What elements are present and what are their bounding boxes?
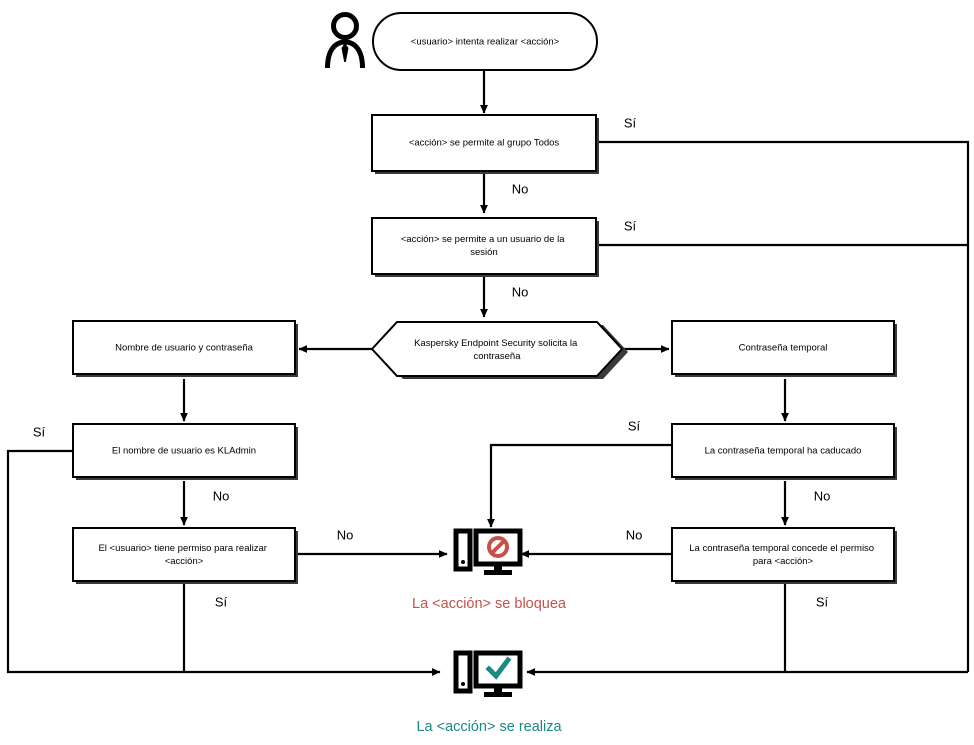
node-temp-grants-line2: para <acción> xyxy=(753,556,814,567)
edge-temp-expired-yes xyxy=(487,443,672,528)
edge-group-everyone-yes xyxy=(597,140,970,672)
person-icon xyxy=(325,12,365,69)
node-group-everyone[interactable]: <acción> se permite al grupo Todos xyxy=(371,114,599,174)
node-start-label: <usuario> intenta realizar <acción> xyxy=(411,37,560,48)
node-is-kladmin-label: El nombre de usuario es KLAdmin xyxy=(112,446,256,457)
node-is-kladmin[interactable]: El nombre de usuario es KLAdmin xyxy=(72,423,298,480)
edge-label-no-temp-expired: No xyxy=(814,488,831,503)
edge-label-yes-is-kladmin: Sí xyxy=(33,424,46,439)
node-temp-grants-line1: La contraseña temporal concede el permis… xyxy=(689,543,874,554)
edge-label-no-temp-grants: No xyxy=(626,527,643,542)
allowed-outcome-label: La <acción> se realiza xyxy=(416,719,562,735)
node-temp-grants-permission-label: La contraseña temporal concede el permis… xyxy=(689,543,876,567)
node-start[interactable]: <usuario> intenta realizar <acción> xyxy=(372,12,598,71)
node-session-user-label: <acción> se permite a un usuario de la s… xyxy=(401,234,567,258)
node-temp-password-label: Contraseña temporal xyxy=(739,343,828,354)
node-temp-grants-permission[interactable]: La contraseña temporal concede el permis… xyxy=(671,527,897,584)
edge-label-yes-group-everyone: Sí xyxy=(624,115,637,130)
connector-layer xyxy=(6,70,970,676)
edge-label-no-group-everyone: No xyxy=(512,181,529,196)
node-temp-password[interactable]: Contraseña temporal xyxy=(671,320,897,377)
node-user-has-permission-label: El <usuario> tiene permiso para realizar… xyxy=(98,543,269,567)
edge-label-yes-temp-expired: Sí xyxy=(628,418,641,433)
edge-label-yes-temp-grants: Sí xyxy=(816,594,829,609)
edge-label-no-is-kladmin: No xyxy=(213,488,230,503)
edge-is-kladmin-yes xyxy=(6,449,441,676)
computer-allowed-icon xyxy=(453,650,523,697)
edge-label-yes-user-has-permission: Sí xyxy=(215,594,228,609)
node-session-user[interactable]: <acción> se permite a un usuario de la s… xyxy=(371,217,599,277)
node-kes-prompt[interactable]: Kaspersky Endpoint Security solicita la … xyxy=(370,321,628,379)
node-user-password-label: Nombre de usuario y contraseña xyxy=(115,343,254,354)
node-user-has-permission[interactable]: El <usuario> tiene permiso para realizar… xyxy=(72,527,298,584)
edge-label-no-user-has-permission: No xyxy=(337,527,354,542)
node-temp-expired[interactable]: La contraseña temporal ha caducado xyxy=(671,423,897,480)
edge-label-layer: Sí No Sí No Sí No No Sí Sí No No Sí xyxy=(33,115,830,609)
computer-blocked-icon xyxy=(453,528,523,575)
node-kes-prompt-label: Kaspersky Endpoint Security solicita la … xyxy=(414,338,580,362)
node-user-has-permission-line2: <acción> xyxy=(165,556,204,567)
edge-label-no-session-user: No xyxy=(512,284,529,299)
node-group-everyone-label: <acción> se permite al grupo Todos xyxy=(409,138,560,149)
node-user-has-permission-line1: El <usuario> tiene permiso para realizar xyxy=(98,543,266,554)
node-temp-expired-label: La contraseña temporal ha caducado xyxy=(705,446,862,457)
node-user-password[interactable]: Nombre de usuario y contraseña xyxy=(72,320,298,377)
blocked-outcome-label: La <acción> se bloquea xyxy=(412,596,567,612)
edge-label-yes-session-user: Sí xyxy=(624,218,637,233)
